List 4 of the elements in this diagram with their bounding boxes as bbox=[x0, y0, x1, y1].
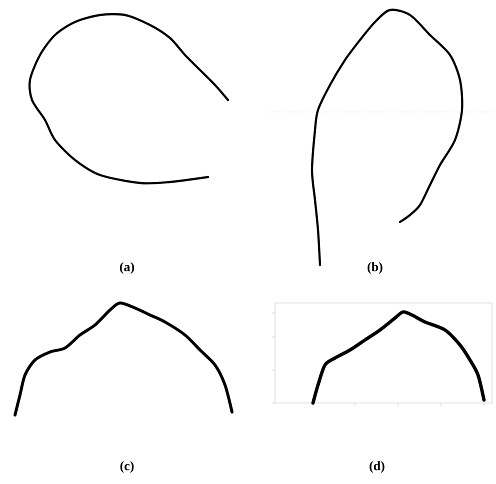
panel-caption: (b) bbox=[368, 262, 382, 274]
panel-caption: (d) bbox=[370, 461, 384, 473]
panel-caption: (a) bbox=[120, 262, 134, 274]
panel-caption: (c) bbox=[120, 461, 134, 473]
